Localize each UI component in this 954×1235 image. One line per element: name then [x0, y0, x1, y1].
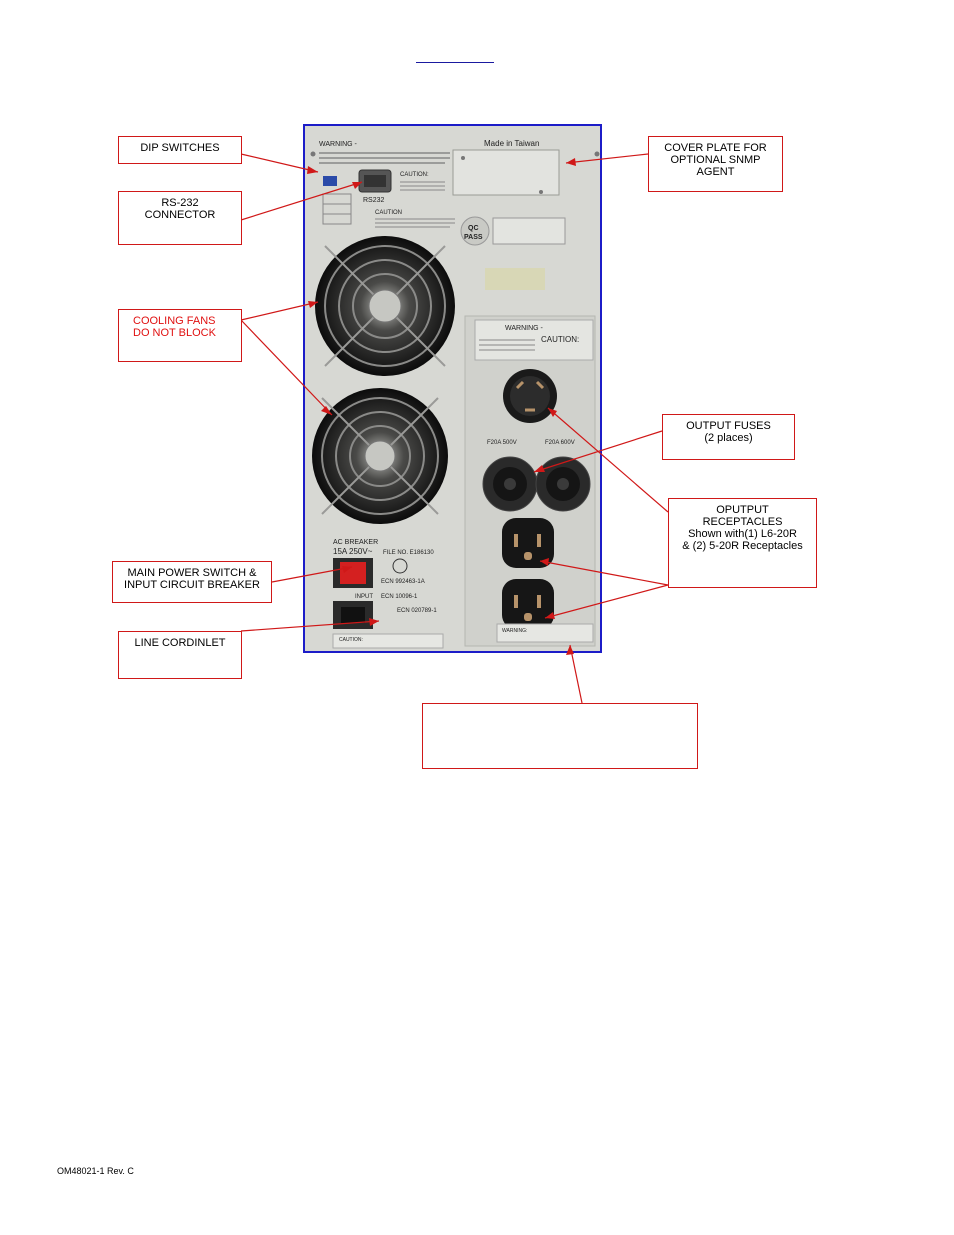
- output-fuse-right: [535, 456, 591, 512]
- l6-20r-receptacle: [503, 369, 557, 423]
- callout-output-fuses: OUTPUT FUSES (2 places): [662, 414, 795, 460]
- 5-20r-receptacle-bottom: [502, 579, 554, 629]
- callout-cover-plate: COVER PLATE FOR OPTIONAL SNMP AGENT: [648, 136, 783, 192]
- callout-cooling-fans: COOLING FANS DO NOT BLOCK: [118, 309, 242, 362]
- callout-text: MAIN POWER SWITCH &: [127, 567, 257, 579]
- callout-main-power-switch: MAIN POWER SWITCH & INPUT CIRCUIT BREAKE…: [112, 561, 272, 603]
- ul-mark-icon: [392, 558, 408, 574]
- photo-caution-bottom: CAUTION:: [339, 637, 363, 643]
- callout-line-cord-inlet: LINE CORDINLET: [118, 631, 242, 679]
- callout-bottom-empty: [422, 703, 698, 769]
- ups-rear-panel-illustration: WARNING - Made in Taiwan RS232 CAUTION: …: [305, 126, 600, 651]
- cooling-fan-bottom: [312, 388, 448, 524]
- header-link-underline: [416, 62, 494, 63]
- photo-ecn2: ECN 10096-1: [381, 594, 418, 600]
- photo-fuse-rating-right: F20A 600V: [545, 440, 575, 446]
- callout-dip-switches: DIP SWITCHES: [118, 136, 242, 164]
- line-cord-inlet: [333, 601, 373, 629]
- document-id-footer: OM48021-1 Rev. C: [57, 1166, 134, 1176]
- photo-ecn1: ECN 992463-1A: [381, 579, 425, 585]
- callout-text: DO NOT BLOCK: [133, 327, 216, 339]
- qc-pass-sticker: [460, 216, 490, 246]
- photo-ecn3: ECN 020789-1: [397, 608, 437, 614]
- photo-qc: QC: [468, 225, 479, 232]
- main-power-switch: [333, 558, 373, 588]
- screw-icon: [594, 151, 600, 157]
- photo-rs232: RS232: [363, 197, 385, 204]
- callout-text: OPTIONAL SNMP: [670, 154, 761, 166]
- photo-fuse-rating-left: F20A 500V: [487, 440, 517, 446]
- callout-text: OUTPUT FUSES: [686, 420, 771, 432]
- screw-icon: [310, 151, 316, 157]
- callout-text: COOLING FANS: [133, 315, 216, 327]
- callout-text: & (2) 5-20R Receptacles: [682, 540, 803, 552]
- callout-text: RS-232: [161, 197, 199, 209]
- callout-text: (2 places): [704, 432, 753, 444]
- callout-text: CONNECTOR: [144, 209, 216, 221]
- cooling-fan-top: [315, 236, 455, 376]
- photo-input: INPUT: [355, 594, 373, 600]
- photo-caution-right: CAUTION:: [541, 335, 579, 344]
- output-fuse-left: [482, 456, 538, 512]
- photo-pass: PASS: [464, 234, 483, 241]
- photo-caution2: CAUTION: [375, 210, 402, 216]
- photo-warning-bottom: WARNING:: [502, 628, 527, 634]
- 5-20r-receptacle-top: [502, 518, 554, 568]
- photo-made-in: Made in Taiwan: [484, 139, 539, 148]
- dip-switch-block: [323, 176, 337, 186]
- photo-warning-top: WARNING -: [319, 141, 358, 148]
- callout-text: INPUT CIRCUIT BREAKER: [124, 579, 260, 591]
- photo-warning-right: WARNING -: [505, 325, 544, 332]
- photo-ac-breaker: AC BREAKER: [333, 539, 378, 546]
- callout-output-receptacles: OPUTPUT RECEPTACLES Shown with(1) L6-20R…: [668, 498, 817, 588]
- photo-file-no: FILE NO. E186130: [383, 550, 434, 556]
- callout-text: COVER PLATE FOR: [664, 142, 767, 154]
- callout-rs232-connector: RS-232 CONNECTOR: [118, 191, 242, 245]
- callout-text: OPUTPUT: [716, 504, 769, 516]
- callout-text: AGENT: [696, 166, 735, 178]
- ups-rear-panel-photo: WARNING - Made in Taiwan RS232 CAUTION: …: [303, 124, 602, 653]
- callout-text: Shown with(1) L6-20R: [688, 528, 797, 540]
- callout-text: LINE CORDINLET: [134, 637, 226, 649]
- callout-text: RECEPTACLES: [702, 516, 783, 528]
- photo-caution-rs: CAUTION:: [400, 172, 429, 178]
- callout-text: DIP SWITCHES: [140, 142, 220, 154]
- photo-breaker-rating: 15A 250V~: [333, 547, 373, 556]
